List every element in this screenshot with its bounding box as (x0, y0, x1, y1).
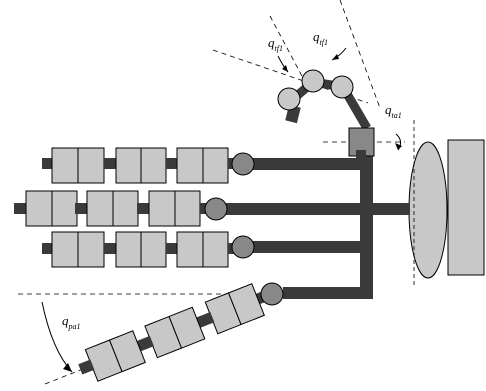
forearm-block (447, 139, 485, 276)
finger-1-joint (231, 152, 255, 176)
finger-3 (42, 231, 255, 268)
label-q-tf1-b: qtf1 (313, 29, 328, 47)
thumb-joint (260, 282, 284, 306)
finger-2 (14, 190, 228, 227)
label-q-pa1: qpa1 (62, 313, 81, 331)
palm-disk (408, 141, 448, 279)
thumb (18, 282, 284, 385)
top-finger-tip (277, 87, 301, 111)
top-finger (212, 0, 405, 158)
finger-2-joint (204, 197, 228, 221)
finger-3-joint (231, 235, 255, 259)
label-q-ta1: qta1 (385, 102, 402, 120)
top-finger-joint-2 (301, 69, 325, 93)
finger-1 (42, 147, 255, 184)
label-q-tf1-a: qtf1 (268, 35, 283, 53)
top-finger-joint-3 (330, 75, 354, 99)
palm-frame (222, 150, 410, 299)
